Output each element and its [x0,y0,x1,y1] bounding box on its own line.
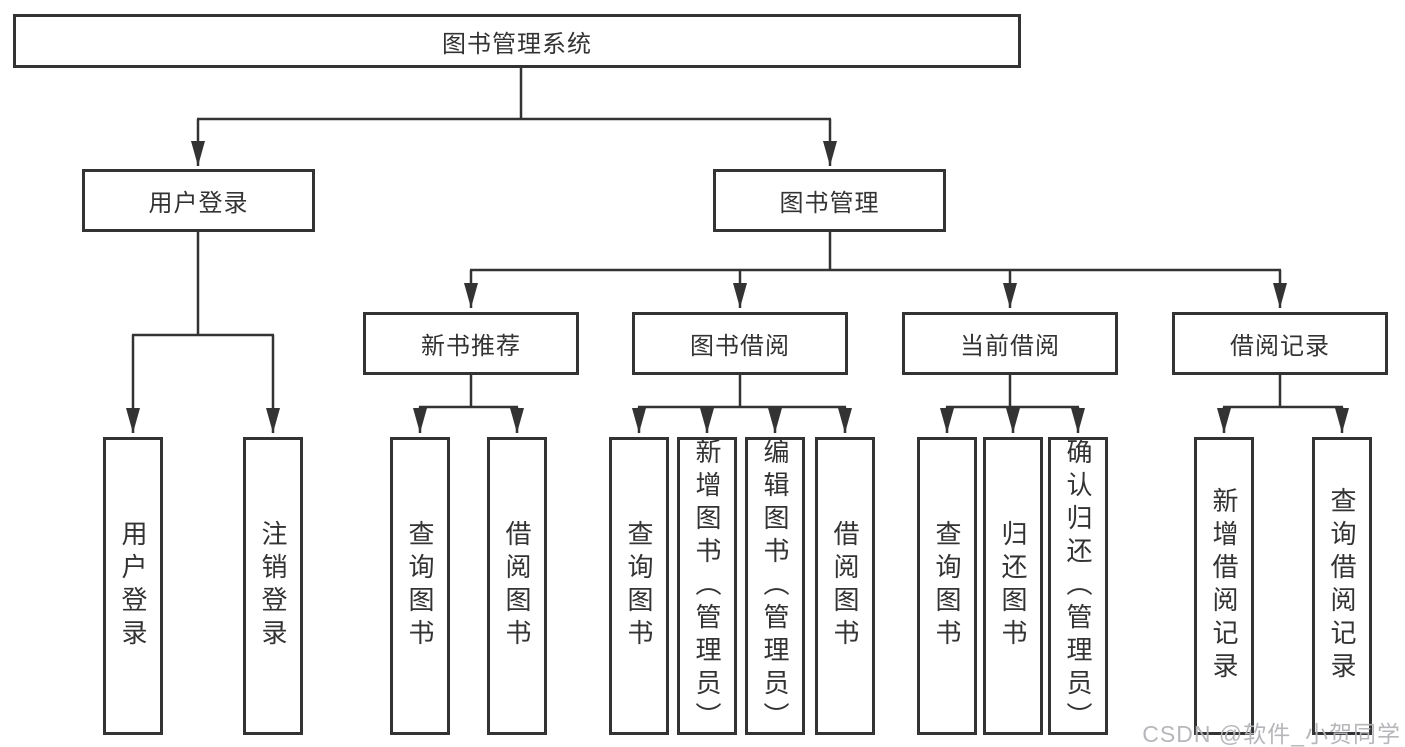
node-new-book-recommend: 新书推荐 [363,312,579,375]
leaf-bb-query-books: 查询图书 [609,437,669,735]
node-label: 借阅图书 [830,520,860,652]
node-book-borrow: 图书借阅 [632,312,848,375]
node-label: 图书借阅 [690,333,790,360]
leaf-user-login: 用户登录 [103,437,163,735]
node-book-management: 图书管理 [713,169,946,232]
node-label: 注销登录 [258,520,288,652]
connector-group-trunks [469,374,1282,408]
leaf-nbr-query-books: 查询图书 [390,437,450,735]
node-label: 查询图书 [932,520,962,652]
node-label: 归还图书 [998,520,1028,652]
node-label: 图书管理 [779,190,880,217]
node-label: 当前借阅 [960,333,1060,360]
leaf-cb-return-books: 归还图书 [983,437,1043,735]
leaf-nbr-borrow-books: 借阅图书 [487,437,547,735]
node-label: 查询借阅记录 [1327,487,1357,685]
leaf-bb-borrow-books: 借阅图书 [815,437,875,735]
node-current-borrow: 当前借阅 [902,312,1118,375]
node-label: 用户登录 [118,520,148,652]
leaf-br-query-record: 查询借阅记录 [1312,437,1372,735]
node-label: 借阅图书 [502,520,532,652]
node-label: 新增借阅记录 [1209,487,1239,685]
node-label: 借阅记录 [1230,333,1330,360]
node-label: 查询图书 [405,520,435,652]
leaf-bb-edit-books-admin: 编辑图书（管理员） [745,437,805,735]
leaf-cb-query-books: 查询图书 [917,437,977,735]
node-label: 新增图书（管理员） [692,437,722,735]
node-label: 编辑图书（管理员） [760,437,790,735]
watermark: CSDN @软件_小贺同学 [1142,721,1401,747]
leaf-logout: 注销登录 [243,437,303,735]
node-label: 用户登录 [148,190,249,217]
leaf-cb-confirm-return-admin: 确认归还（管理员） [1048,437,1108,735]
node-borrow-records: 借阅记录 [1172,312,1388,375]
node-label: 新书推荐 [421,333,521,360]
node-label: 查询图书 [624,520,654,652]
node-user-login: 用户登录 [82,169,315,232]
leaf-bb-add-books-admin: 新增图书（管理员） [677,437,737,735]
node-library-system: 图书管理系统 [13,14,1021,68]
node-label: 确认归还（管理员） [1063,437,1093,735]
node-label: 图书管理系统 [442,30,592,58]
leaf-br-add-record: 新增借阅记录 [1194,437,1254,735]
